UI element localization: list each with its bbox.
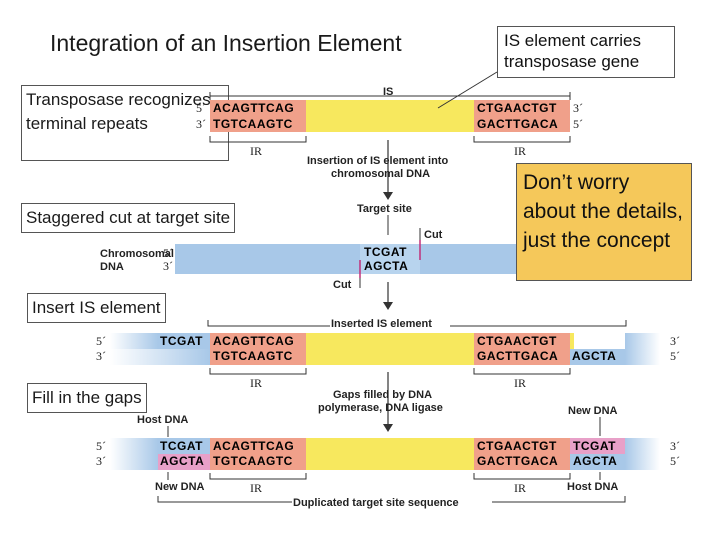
svg-text:GACTTGACA: GACTTGACA (477, 349, 558, 363)
right-ir-top-seq: CTGAACTGT (477, 101, 557, 115)
new-dna-right-label: New DNA (568, 405, 618, 417)
svg-text:3´: 3´ (96, 454, 106, 468)
svg-text:TGTCAAGTC: TGTCAAGTC (213, 454, 293, 468)
step-cut-note: Staggered cut at target site (21, 203, 236, 233)
svg-text:5´: 5´ (96, 439, 106, 453)
row1-left-5-end: 5´ (196, 101, 206, 115)
svg-text:3´: 3´ (96, 349, 106, 363)
chromosome-row: Chromosomal DNA 5´ 3´ TCGAT AGCTA Cut Cu… (100, 228, 520, 291)
svg-text:AGCTA: AGCTA (573, 454, 617, 468)
svg-text:3´: 3´ (670, 334, 680, 348)
svg-text:5´: 5´ (670, 349, 680, 363)
svg-text:TCGAT: TCGAT (573, 439, 616, 453)
inserted-is-label: Inserted IS element (331, 318, 432, 330)
svg-text:5´: 5´ (163, 246, 173, 260)
gaps-filled-label: Gaps filled by DNA (333, 389, 432, 401)
svg-text:IR: IR (514, 481, 526, 495)
svg-text:IR: IR (250, 481, 262, 495)
svg-text:CTGAACTGT: CTGAACTGT (477, 334, 557, 348)
callout-pointer (437, 71, 498, 109)
step-insert-note: Insert IS element (27, 293, 166, 323)
svg-text:TCGAT: TCGAT (160, 439, 203, 453)
insert-left-target-seq: TCGAT (160, 334, 203, 348)
insert-right-target-seq: AGCTA (572, 349, 616, 363)
cut-bottom-label: Cut (333, 279, 352, 291)
concept-note: Don’t worry about the details, just the … (516, 163, 692, 281)
step-fill-note: Fill in the gaps (27, 383, 147, 413)
svg-text:TGTCAAGTC: TGTCAAGTC (213, 349, 293, 363)
new-dna-left-label: New DNA (155, 481, 205, 493)
is-label: IS (383, 86, 393, 98)
left-ir-bottom-seq: TGTCAAGTC (213, 117, 293, 131)
svg-text:ACAGTTCAG: ACAGTTCAG (213, 334, 294, 348)
step-recognize-note: Transposase recognizes terminal repeats (21, 85, 229, 161)
row1-right-5-end: 5´ (573, 117, 583, 131)
cut-top-label: Cut (424, 229, 443, 241)
svg-text:3´: 3´ (163, 259, 173, 273)
left-ir-top-seq: ACAGTTCAG (213, 101, 294, 115)
left-ir-box (210, 100, 306, 132)
final-row: 5´ 3´ TCGAT AGCTA ACAGTTCAG TGTCAAGTC CT… (96, 438, 680, 509)
svg-text:IR: IR (250, 376, 262, 390)
right-ir-box (474, 100, 570, 132)
ir-left-label: IR (250, 144, 262, 158)
target-top-seq: TCGAT (364, 245, 407, 259)
duplicated-label: Duplicated target site sequence (293, 497, 459, 509)
polymerase-label: polymerase, DNA ligase (318, 402, 443, 414)
ir-right-label: IR (514, 144, 526, 158)
target-site-label: Target site (357, 203, 412, 215)
right-ir-bottom-seq: GACTTGACA (477, 117, 558, 131)
is-element-row: ACAGTTCAG TGTCAAGTC CTGAACTGT GACTTGACA … (196, 86, 583, 158)
is-callout: IS element carries transposase gene (497, 26, 675, 78)
chromosomal-label: Chromosomal (100, 248, 174, 260)
svg-text:AGCTA: AGCTA (160, 454, 204, 468)
svg-text:ACAGTTCAG: ACAGTTCAG (213, 439, 294, 453)
insertion-label: Insertion of IS element into (307, 155, 448, 167)
host-dna-left-label: Host DNA (137, 414, 188, 426)
svg-text:CTGAACTGT: CTGAACTGT (477, 439, 557, 453)
inserted-row: Inserted IS element 5´ 3´ TCGAT ACAGTTCA… (96, 316, 680, 390)
target-bottom-seq: AGCTA (364, 259, 408, 273)
row1-right-3-end: 3´ (573, 101, 583, 115)
svg-text:5´: 5´ (96, 334, 106, 348)
slide-title: Integration of an Insertion Element (50, 30, 402, 56)
svg-text:3´: 3´ (670, 439, 680, 453)
step-recognize-text: Transposase recognizes terminal repeats (26, 90, 211, 133)
dna-label: DNA (100, 261, 124, 273)
host-dna-right-label: Host DNA (567, 481, 618, 493)
svg-text:GACTTGACA: GACTTGACA (477, 454, 558, 468)
svg-text:IR: IR (514, 376, 526, 390)
chromosomal-dna-label: chromosomal DNA (331, 168, 430, 180)
svg-text:5´: 5´ (670, 454, 680, 468)
row1-left-3-end: 3´ (196, 117, 206, 131)
